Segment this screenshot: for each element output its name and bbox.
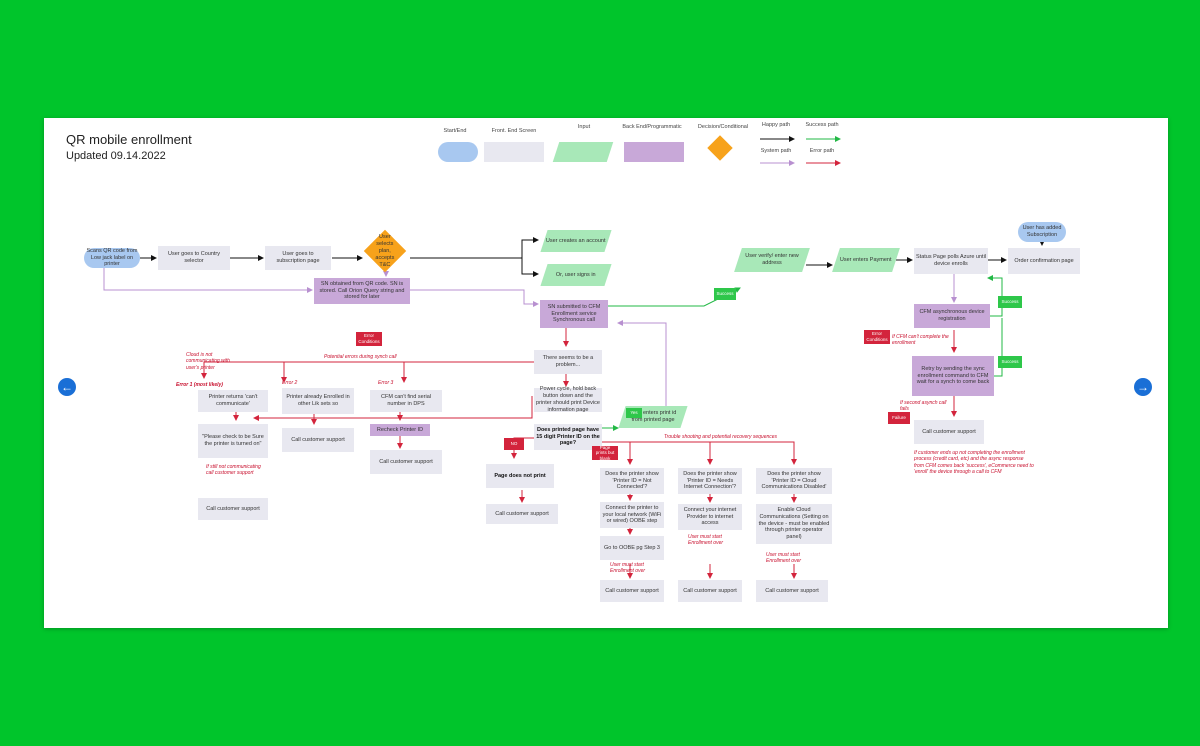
note-customer-ends: If customer ends up not completing the e… [914,450,1034,475]
legend-label-decision: Decision/Conditional [697,124,749,130]
node-verify-address: User verify/ enter new address [734,248,810,272]
legend-label-start-end: Start/End [443,128,467,134]
node-enable-cloud: Enable Cloud Communications (Setting on … [756,504,832,544]
node-needs-connection: Does the printer show 'Printer ID = Need… [678,468,742,494]
node-recheck-printer-id: Recheck Printer ID [370,424,430,436]
note-cloud-not-communicating: Cloud is not communicating with user's p… [186,352,230,371]
node-cfm-async: CFM asynchronous device registration [914,304,990,328]
node-scan-qr: Scans QR code from Low jack label on pri… [84,248,140,268]
node-connect-internet: Connect your internet Provider to intern… [678,504,742,530]
node-sn-obtained: SN obtained from QR code. SN is stored. … [314,278,410,304]
node-creates-account: User creates an account [540,230,612,252]
next-arrow-icon[interactable]: → [1134,378,1152,396]
note-second-async: If second asynch call fails [900,400,947,413]
note-error-3: Error 3 [378,380,394,386]
node-status-page: Status Page polls Azure until device enr… [914,248,988,274]
node-order-confirmation: Order confirmation page [1008,248,1080,274]
legend-label-happy: Happy path [761,122,791,128]
node-call-support-right: Call customer support [914,420,984,444]
legend-label-success: Success path [805,122,839,128]
node-call-support-a: Call customer support [600,580,664,602]
page-title: QR mobile enrollment [66,132,192,147]
node-check-turned-on: "Please check to be Sure the printer is … [198,424,268,458]
node-already-enrolled: Printer already Enrolled in other Lik se… [282,388,354,414]
node-goto-oobe: Go to OOBE pg Step 3 [600,536,664,560]
node-page-not-print: Page does not print [486,464,554,488]
legend-start-end-shape [438,142,478,162]
note-error-2: Error 2 [282,380,298,386]
node-cannot-communicate: Printer returns 'can't communicate' [198,390,268,412]
legend-label-input: Input [577,124,591,130]
legend-label-front-end: Front. End Screen [491,128,537,134]
note-still-not-communicating: If still not communicating call customer… [206,464,261,477]
node-there-seems: There seems to be a problem... [534,350,602,374]
badge-failure: Failure [888,412,910,424]
badge-success-address: Success [714,288,736,300]
legend-label-error: Error path [809,148,835,154]
note-restart-3: User must start Enrollment over [766,552,802,565]
node-signs-in: Or, user signs in [540,264,612,286]
badge-error-conditions-left: Error Conditions [356,332,382,346]
node-call-support-2: Call customer support [282,428,354,452]
node-sn-submitted: SN submitted to CFM Enrollment service S… [540,300,608,328]
badge-no: NO [504,438,524,450]
node-call-support-1: Call customer support [198,498,268,520]
node-printed-page-question: Does printed page have 15 digit Printer … [534,424,602,450]
legend-label-back-end: Back End/Programmatic [622,124,682,130]
badge-success-async: Success [998,296,1022,308]
note-cfm-cant-complete: If CFM can't complete the enrollment [892,334,949,347]
note-restart-2: User must start Enrollment over [688,534,724,547]
updated-date: Updated 09.14.2022 [66,150,166,162]
legend-label-system: System path [760,148,792,154]
node-retry-sync: Retry by sending the sync enrollment com… [912,356,994,396]
badge-success-retry: Success [998,356,1022,368]
node-call-support-3: Call customer support [370,450,442,474]
legend-front-end-shape [484,142,544,162]
node-connect-network: Connect the printer to your local networ… [600,502,664,528]
node-call-support-page: Call customer support [486,504,558,524]
badge-page-prints-blank: Page prints but blank [592,445,618,461]
diagram-board: QR mobile enrollment Updated 09.14.2022 … [44,118,1168,628]
badge-yes: Yes [626,408,642,418]
node-subscription-page: User goes to subscription page [265,246,331,270]
note-potential-errors: Potential errors during synch call [324,354,397,360]
badge-error-conditions-right: Error Conditions [864,330,890,344]
note-troubleshooting: Trouble shooting and potential recovery … [664,434,778,440]
legend-back-end-shape [624,142,684,162]
node-comm-disabled: Does the printer show 'Printer ID = Clou… [756,468,832,494]
node-call-support-c: Call customer support [756,580,828,602]
node-call-support-b: Call customer support [678,580,742,602]
prev-arrow-icon[interactable]: ← [58,378,76,396]
connector-lines [103,136,1045,579]
note-restart-1: User must start Enrollment over [610,562,646,575]
node-cant-find-serial: CFM can't find serial number in DPS [370,390,442,412]
node-enters-payment: User enters Payment [832,248,900,272]
node-user-added: User has added Subscription [1018,222,1066,242]
node-power-cycle: Power cycle, hold back button down and t… [534,386,602,413]
note-error-1: Error 1 (most likely) [176,382,223,388]
node-country-selector: User goes to Country selector [158,246,230,270]
node-not-connected: Does the printer show 'Printer ID = Not … [600,468,664,494]
